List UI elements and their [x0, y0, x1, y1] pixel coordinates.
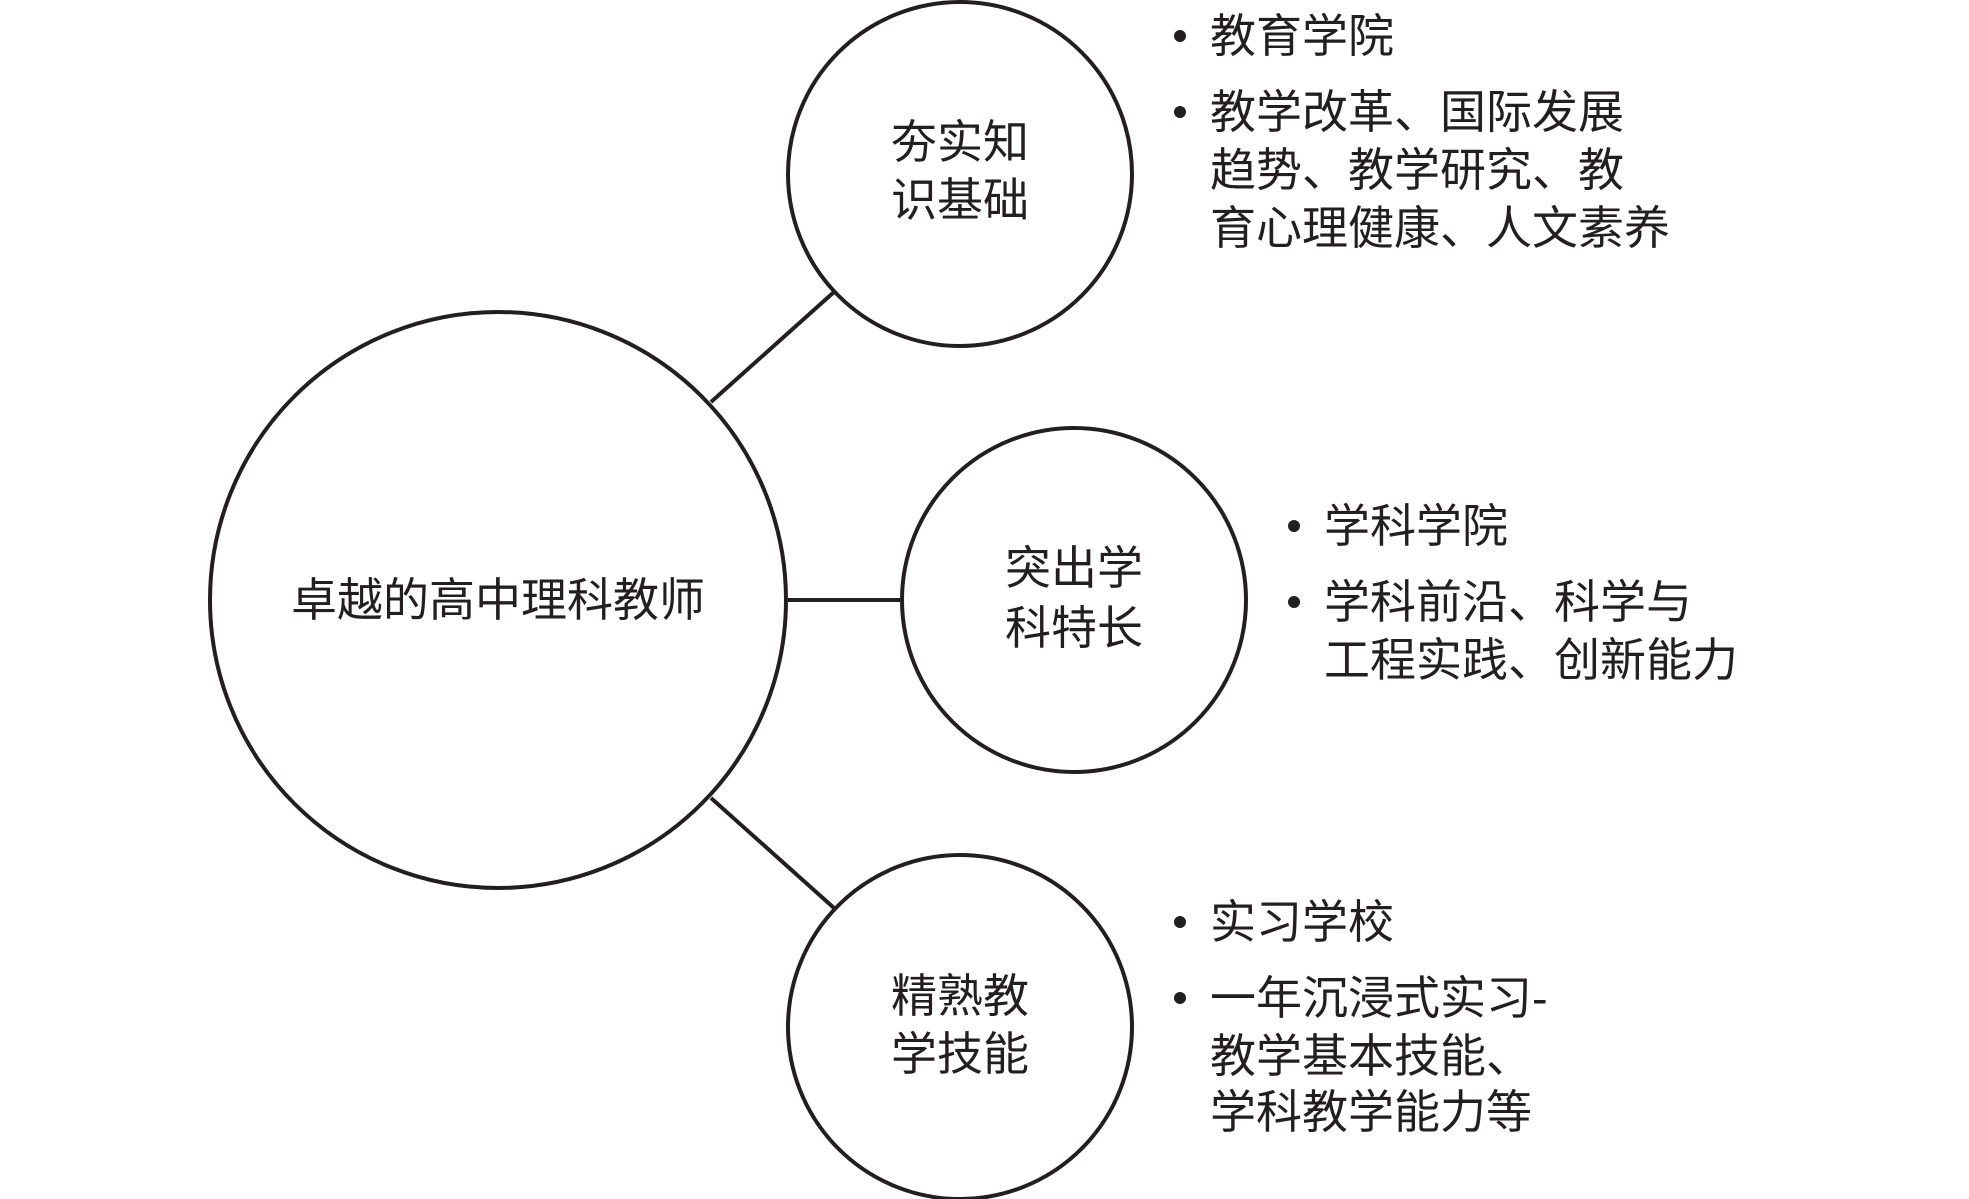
bullet-item-line: 教学改革、国际发展 — [1210, 85, 1624, 139]
bullet-item-line: 教育学院 — [1210, 9, 1394, 63]
bullet-dot — [1174, 106, 1186, 118]
bullet-dot — [1288, 596, 1300, 608]
bullet-dot — [1174, 916, 1186, 928]
bullet-item-line: 实习学校 — [1210, 895, 1394, 949]
branch-circle-subject — [900, 426, 1248, 774]
bullet-dot — [1288, 520, 1300, 532]
connector-top — [709, 290, 836, 404]
bullet-item-line: 育心理健康、人文素养 — [1210, 201, 1670, 255]
bullet-item-line: 学科学院 — [1324, 499, 1508, 553]
bullet-item-line: 学科前沿、科学与 — [1324, 575, 1692, 629]
bullet-item-line: 一年沉浸式实习- — [1210, 971, 1548, 1025]
bullet-dot — [1174, 992, 1186, 1004]
bullet-list-subject: 学科学院 学科前沿、科学与 工程实践、创新能力 — [1288, 499, 1738, 687]
bullet-item-line: 工程实践、创新能力 — [1324, 633, 1738, 687]
center-node: 卓越的高中理科教师 — [208, 310, 788, 890]
center-circle — [208, 310, 788, 890]
branch-label-line: 科特长 — [1005, 601, 1143, 655]
bullet-list-knowledge: 教育学院 教学改革、国际发展 趋势、教学研究、教 育心理健康、人文素养 — [1174, 9, 1670, 255]
connector-bottom — [709, 796, 836, 910]
branch-knowledge-foundation: 夯实知 识基础 — [786, 0, 1134, 348]
bullet-list-teaching: 实习学校 一年沉浸式实习- 教学基本技能、 学科教学能力等 — [1174, 895, 1548, 1139]
branch-teaching-skills: 精熟教 学技能 — [786, 853, 1134, 1199]
center-label: 卓越的高中理科教师 — [291, 573, 705, 627]
branch-label-line: 突出学 — [1005, 541, 1143, 595]
bullet-item-line: 趋势、教学研究、教 — [1210, 143, 1624, 197]
bullet-dot — [1174, 30, 1186, 42]
branch-circle-teaching — [786, 853, 1134, 1199]
branch-subject-expertise: 突出学 科特长 — [900, 426, 1248, 774]
bullet-item-line: 教学基本技能、 — [1210, 1029, 1532, 1083]
branch-label-line: 夯实知 — [891, 115, 1029, 169]
branch-label-line: 识基础 — [891, 173, 1029, 227]
branch-label-line: 精熟教 — [891, 969, 1029, 1023]
branch-label-line: 学技能 — [891, 1027, 1029, 1081]
bullet-item-line: 学科教学能力等 — [1210, 1085, 1532, 1139]
branch-circle-knowledge — [786, 0, 1134, 348]
